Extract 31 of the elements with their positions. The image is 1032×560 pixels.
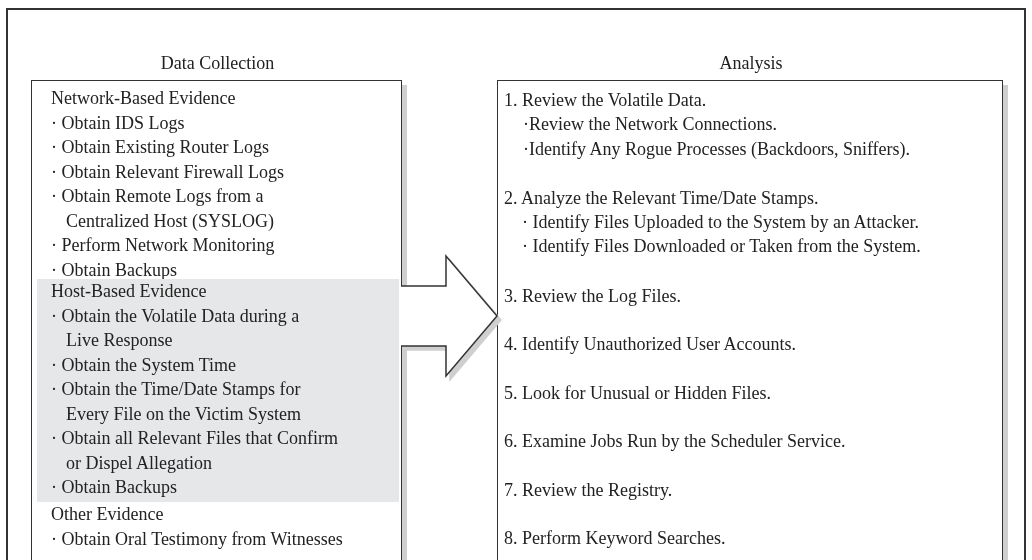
list-item: · Obtain Relevant Firewall Logs	[51, 160, 284, 184]
list-item: · Obtain IDS Logs	[51, 111, 185, 135]
step-text: 3. Review the Log Files.	[504, 285, 681, 308]
list-item: · Obtain the Time/Date Stamps for Every File on the Victim System	[51, 378, 303, 426]
section-heading: Host-Based Evidence	[51, 280, 207, 303]
step-text: 4. Identify Unauthorized User Accounts.	[504, 333, 796, 356]
sub-step-text: · Identify Files Uploaded to the System by an Attacker.	[522, 211, 919, 234]
step-text: 1. Review the Volatile Data.	[504, 89, 707, 112]
list-item: · Obtain all Relevant Files that Confirm or Dispel Allegation	[51, 427, 339, 475]
column-heading: Data Collection	[159, 52, 276, 75]
sub-step-text: · Identify Files Downloaded or Taken from the System.	[522, 235, 921, 258]
step-text: 7. Review the Registry.	[504, 479, 673, 502]
list-item: · Obtain Backups	[51, 476, 177, 499]
section-heading: Network-Based Evidence	[51, 87, 236, 110]
evidence-band	[37, 279, 399, 502]
sub-step-text: ·Identify Any Rogue Processes (Backdoors, Sniffers).	[523, 138, 911, 161]
list-item: · Obtain Existing Router Logs	[51, 136, 269, 159]
list-item: · Perform Network Monitoring	[51, 234, 275, 257]
column-heading: Analysis	[718, 52, 784, 75]
section-heading: Other Evidence	[51, 503, 164, 526]
block-arrow	[400, 253, 498, 379]
step-text: 5. Look for Unusual or Hidden Files.	[504, 382, 771, 405]
list-item: · Obtain the System Time	[51, 353, 236, 377]
list-item: · Obtain Backups	[51, 258, 177, 282]
step-text: 8. Perform Keyword Searches.	[504, 527, 726, 550]
list-item: · Obtain the Volatile Data during a Live Response	[51, 304, 301, 352]
sub-step-text: ·Review the Network Connections.	[523, 113, 777, 136]
step-text: 2. Analyze the Relevant Time/Date Stamps.	[504, 187, 819, 210]
list-item: · Obtain Oral Testimony from Witnesses	[51, 527, 343, 551]
step-text: 6. Examine Jobs Run by the Scheduler Service.	[504, 430, 846, 453]
list-item: · Obtain Remote Logs from a Centralized Host (SYSLOG)	[51, 185, 275, 233]
